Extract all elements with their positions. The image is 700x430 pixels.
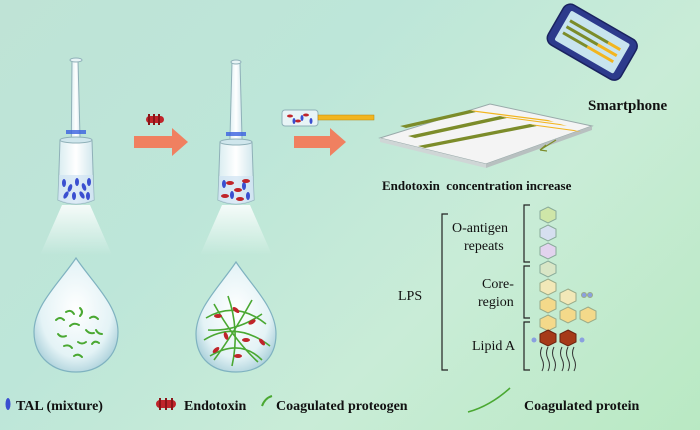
vial-2 (200, 59, 272, 255)
vial-1 (40, 57, 112, 255)
drop-2 (195, 260, 277, 373)
test-tube-strip-icon (281, 109, 375, 127)
core-region-label-line1: Core- (482, 277, 514, 292)
lps-structure: LPS O-antigen repeats Core- region Lipid… (398, 204, 597, 372)
test-strip-1 (400, 110, 554, 128)
smartphone-label: Smartphone (588, 98, 668, 114)
test-strip-2 (408, 116, 567, 138)
protein-curve-icon (467, 387, 511, 413)
concentration-label: Endotoxin concentration increase (382, 178, 572, 193)
lps-label: LPS (398, 289, 422, 304)
proteogen-strand-icon (261, 395, 273, 407)
legend-label-proteogen: Coagulated proteogen (276, 399, 408, 414)
smartphone-icon (546, 3, 638, 81)
o-antigen-hexagons (539, 206, 557, 278)
endotoxin-icon (156, 398, 176, 410)
legend-label-endotoxin: Endotoxin (184, 399, 246, 414)
legend-label-protein: Coagulated protein (524, 399, 639, 414)
core-region-label-line2: region (478, 295, 514, 310)
test-strip-3 (418, 124, 581, 148)
core-region-hexagons (539, 278, 597, 332)
coagulated-protein-network (203, 295, 271, 367)
lipid-a-label: Lipid A (472, 339, 516, 354)
proteogen-strands-drop-1 (55, 307, 103, 358)
strip-board (378, 103, 594, 168)
arrow-2 (281, 109, 375, 156)
o-antigen-label-line2: repeats (464, 239, 504, 254)
endotoxin-in-network (212, 307, 265, 358)
mixed-particles-vial-2 (221, 179, 250, 201)
lipid-a-group (531, 329, 585, 372)
drop-1 (33, 256, 119, 373)
o-antigen-label-line1: O-antigen (452, 221, 508, 236)
tal-particle-icon (5, 398, 11, 410)
legend: TAL (mixture) Endotoxin Coagulated prote… (5, 387, 639, 414)
tal-particles-vial-1 (62, 178, 91, 200)
arrow-1 (134, 114, 188, 156)
legend-label-tal: TAL (mixture) (16, 399, 103, 414)
endotoxin-input-icon (146, 114, 164, 125)
